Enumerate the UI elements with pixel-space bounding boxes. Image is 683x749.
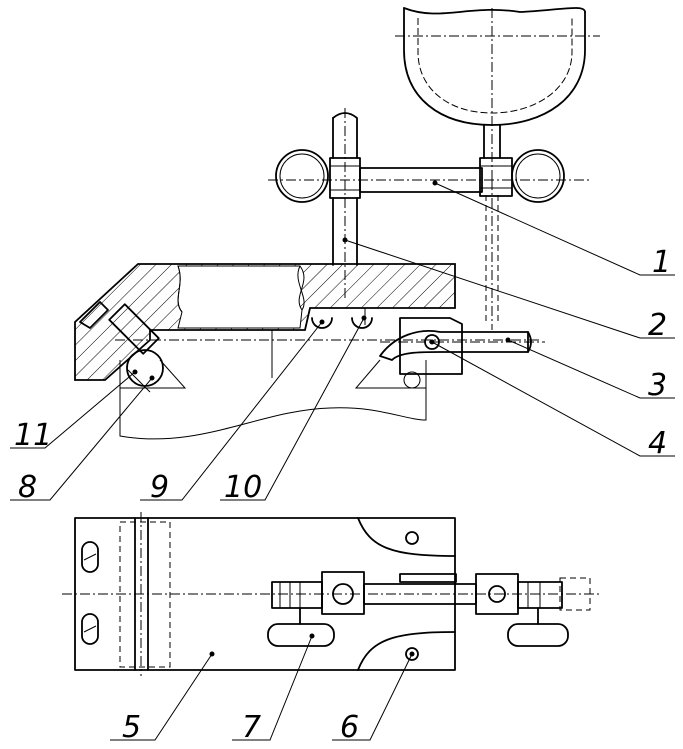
- label-9: 9: [150, 470, 169, 505]
- base-section: [74, 263, 456, 381]
- dial-indicator: [395, 7, 600, 330]
- label-1: 1: [652, 245, 671, 280]
- base-plate-plan: [62, 512, 600, 676]
- vertical-post: [332, 108, 358, 300]
- part-labels: 1 2 3 4 5 6 7 8 9 10 11: [14, 245, 671, 745]
- horizontal-rod: [268, 167, 590, 193]
- label-6: 6: [340, 710, 359, 745]
- label-2: 2: [648, 308, 667, 343]
- label-4: 4: [648, 426, 667, 461]
- label-10: 10: [224, 470, 262, 505]
- label-8: 8: [18, 470, 37, 505]
- workpiece-outline: [119, 359, 427, 440]
- right-clamp: [479, 149, 565, 203]
- label-5: 5: [122, 710, 141, 745]
- lever-mechanism: [379, 317, 545, 389]
- leader-lines: [10, 180, 675, 741]
- plan-rod-assembly: [267, 571, 591, 647]
- label-3: 3: [648, 368, 667, 403]
- label-7: 7: [242, 710, 261, 745]
- left-clamp: [275, 149, 361, 203]
- label-11: 11: [14, 418, 52, 453]
